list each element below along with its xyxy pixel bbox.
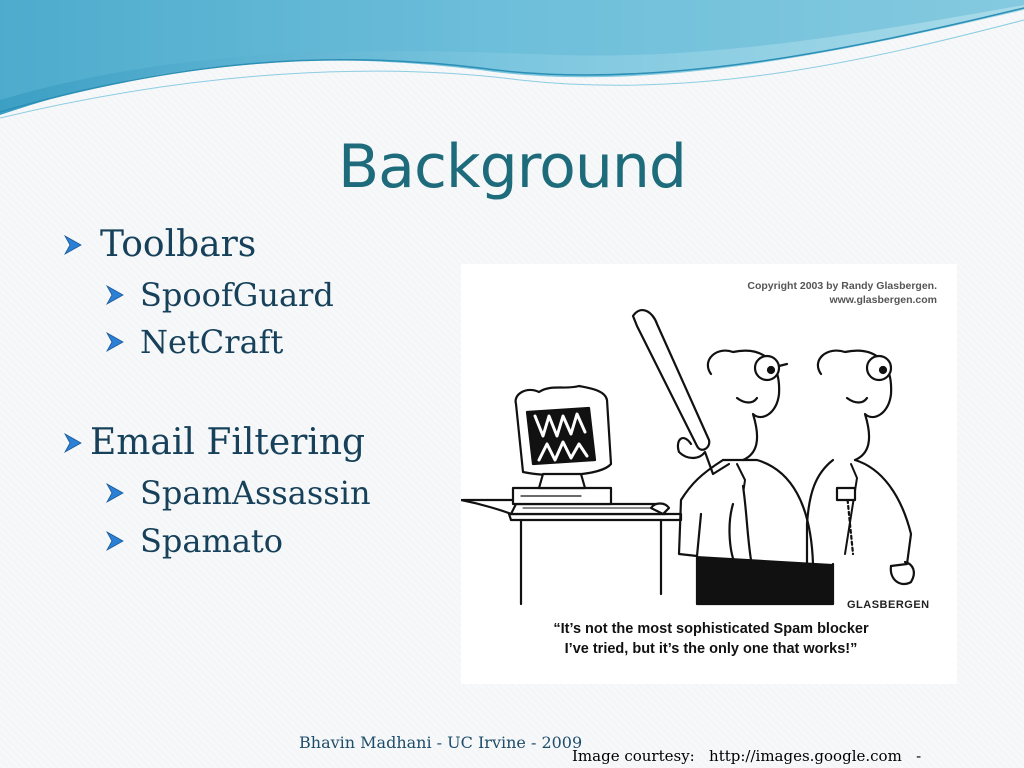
sub-bullet-spoofguard: SpoofGuard	[106, 276, 334, 314]
arrow-bullet-icon	[64, 432, 82, 453]
arrow-bullet-icon	[106, 530, 124, 552]
sub-bullet-label: Spamato	[140, 522, 284, 560]
sub-bullet-spamassassin: SpamAssassin	[106, 474, 371, 512]
sub-bullet-label: SpoofGuard	[140, 276, 334, 314]
cartoon-drawing	[461, 309, 915, 606]
caption-line: “It’s not the most sophisticated Spam bl…	[553, 621, 869, 637]
arrow-bullet-icon	[106, 284, 124, 306]
copyright-url: www.glasbergen.com	[829, 294, 937, 306]
spam-cartoon-image: Copyright 2003 by Randy Glasbergen. www.…	[461, 264, 957, 684]
bullet-toolbars: Toolbars	[64, 224, 256, 265]
sub-bullet-netcraft: NetCraft	[106, 323, 283, 361]
arrow-bullet-icon	[64, 234, 82, 255]
slide-title: Background	[338, 132, 687, 202]
slide-footer-author: Bhavin Madhani - UC Irvine - 2009	[299, 733, 583, 752]
bullet-email-filtering: Email Filtering	[64, 422, 365, 463]
bullet-label: Email Filtering	[90, 422, 366, 463]
bullet-label: Toolbars	[100, 224, 257, 265]
arrow-bullet-icon	[106, 331, 124, 353]
cartoon-copyright: Copyright 2003 by Randy Glasbergen. www.…	[747, 279, 937, 307]
sub-bullet-label: NetCraft	[140, 323, 284, 361]
sub-bullet-spamato: Spamato	[106, 522, 283, 560]
header-wave-decoration	[0, 0, 1024, 119]
image-credit: Image courtesy: http://images.google.com…	[572, 747, 922, 765]
cartoon-signature: GLASBERGEN	[847, 599, 930, 611]
cartoon-caption: “It’s not the most sophisticated Spam bl…	[501, 619, 921, 659]
sub-bullet-label: SpamAssassin	[140, 474, 371, 512]
arrow-bullet-icon	[106, 482, 124, 504]
copyright-line: Copyright 2003 by Randy Glasbergen.	[747, 280, 937, 292]
caption-line: I’ve tried, but it’s the only one that w…	[564, 641, 858, 657]
